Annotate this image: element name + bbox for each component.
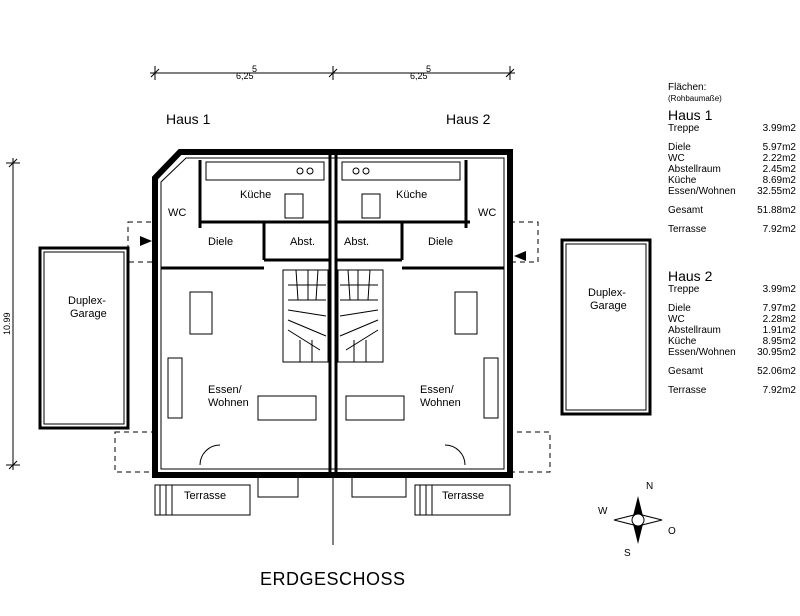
area-table-header: Flächen: (668, 82, 707, 93)
garage-2-line1: Duplex- (588, 287, 626, 299)
compass-w: W (598, 506, 608, 517)
room-wc-1: WC (168, 207, 186, 219)
entry-arrow-left (140, 236, 152, 246)
room-essen-1-line1: Essen/ (208, 384, 243, 396)
room-essen-2-line2: Wohnen (420, 397, 461, 409)
entry-arrow-right (514, 251, 526, 261)
garages (38, 238, 652, 430)
dimension-right-width: 6,25 (410, 71, 428, 81)
room-essen-1-line2: Wohnen (208, 397, 249, 409)
compass-rose (613, 496, 663, 544)
room-terrasse-1: Terrasse (184, 490, 226, 502)
house-2-label: Haus 2 (446, 111, 491, 127)
area-table-subheader: (Rohbaumaße) (668, 94, 722, 103)
compass-o: O (668, 526, 676, 537)
dimension-left-sup: 5 (252, 64, 257, 74)
plan-title: ERDGESCHOSS (260, 569, 406, 589)
dimension-left-width: 6,25 (236, 71, 254, 81)
room-kueche-1: Küche (240, 189, 271, 201)
room-diele-2: Diele (428, 236, 453, 248)
room-wc-2: WC (478, 207, 496, 219)
room-kueche-2: Küche (396, 189, 427, 201)
dining-sets (189, 193, 478, 421)
compass-n: N (646, 481, 653, 492)
interior-walls (161, 160, 504, 270)
kitchen-counters (205, 161, 461, 181)
terraces (154, 484, 511, 516)
room-abst-1: Abst. (290, 236, 315, 248)
sofas (167, 357, 499, 419)
stairs-left (282, 269, 329, 363)
room-abst-2: Abst. (344, 236, 369, 248)
stairs-right (337, 269, 384, 363)
dimension-height: 10.99 (2, 312, 12, 335)
area-haus-1-title: Haus 1 (668, 107, 713, 123)
garage-2-line2: Garage (590, 300, 627, 312)
area-haus-2-title: Haus 2 (668, 268, 713, 284)
compass-s: S (624, 548, 631, 559)
room-diele-1: Diele (208, 236, 233, 248)
outer-walls (152, 149, 513, 478)
front-openings (199, 444, 466, 498)
garage-1-line2: Garage (70, 308, 107, 320)
entrance-canopies (114, 221, 551, 473)
room-terrasse-2: Terrasse (442, 490, 484, 502)
dimension-top (150, 66, 515, 80)
dimension-right-sup: 5 (426, 64, 431, 74)
house-1-label: Haus 1 (166, 111, 211, 127)
dimension-left (6, 158, 20, 470)
room-essen-2-line1: Essen/ (420, 384, 455, 396)
party-wall (328, 152, 338, 545)
garage-1-line1: Duplex- (68, 295, 106, 307)
